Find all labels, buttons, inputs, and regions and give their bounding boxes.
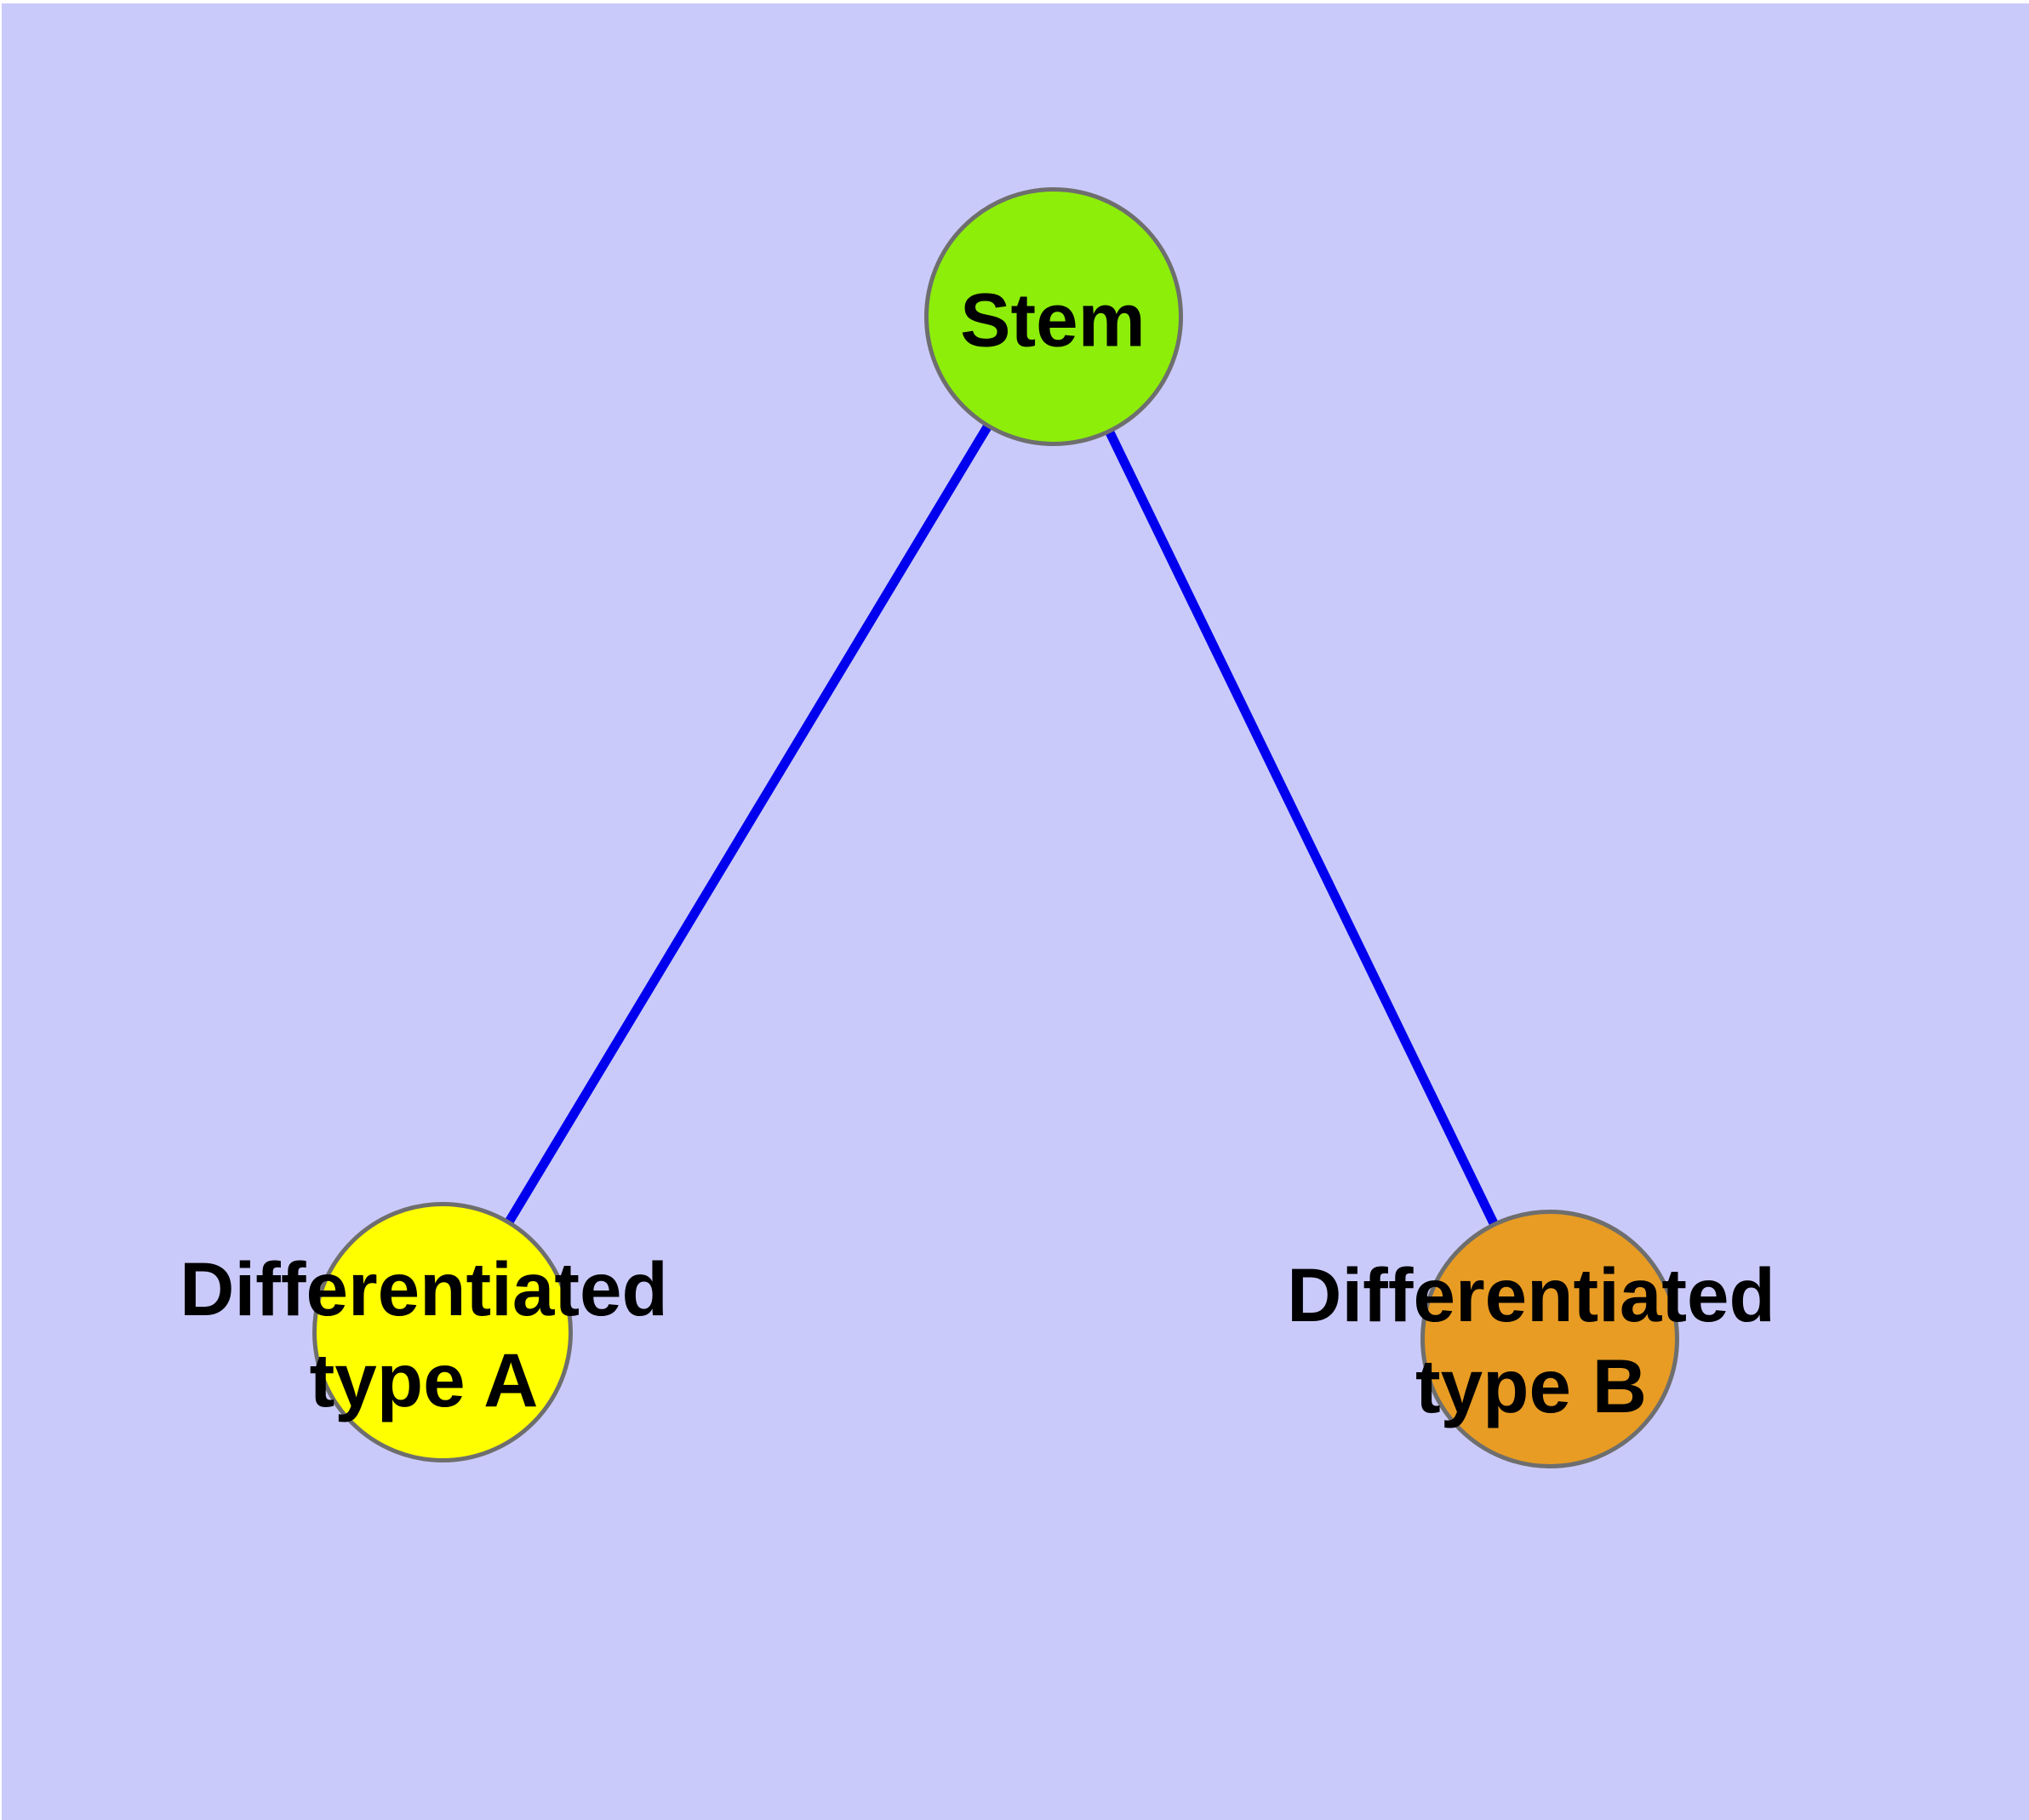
node-label-differentiated-type-a: Differentiated type A bbox=[180, 1246, 668, 1422]
edge-stem-to-type-a bbox=[438, 314, 1058, 1335]
node-differentiated-type-a bbox=[312, 1202, 573, 1462]
node-label-stem: Stem bbox=[960, 277, 1146, 363]
edge-stem-to-type-b bbox=[1049, 314, 1554, 1342]
node-label-differentiated-type-b: Differentiated type B bbox=[1287, 1252, 1775, 1428]
node-differentiated-type-b bbox=[1420, 1210, 1679, 1468]
node-stem bbox=[924, 187, 1183, 446]
page-margin-top bbox=[0, 0, 2029, 3]
page-margin-left bbox=[0, 0, 2, 1820]
